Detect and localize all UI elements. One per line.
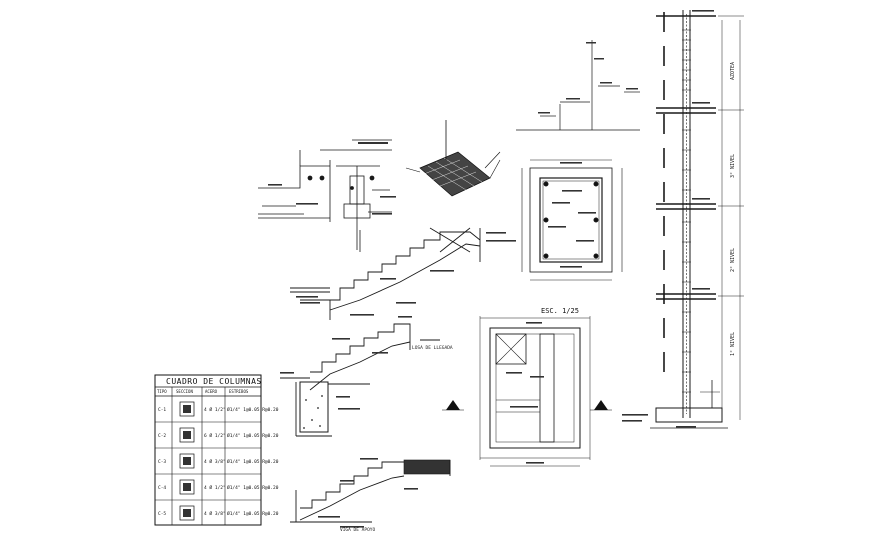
row-tipo: C-1 [158,407,166,413]
stair-section-upper [290,227,481,320]
level-label-1: 1° NIVEL [730,332,736,356]
column-elevation [650,10,744,429]
level-label-3: 3° NIVEL [730,154,736,178]
row-section-icon [179,505,195,521]
row-section-fill [183,483,191,491]
slab-isometric [405,120,501,197]
row-acero: 6 Ø 1/2" [204,432,226,439]
column-section-notes [548,162,596,268]
row-estribos: Ø1/4" 1@0.05 R@0.20 [227,406,279,413]
stair-middle-notes [280,316,412,410]
row-acero: 4 Ø 3/8" [204,458,226,465]
row-section-icon [179,453,195,469]
row-section-fill [183,509,191,517]
table-row: C-1 4 Ø 1/2" Ø1/4" 1@0.05 R@0.20 [158,401,279,417]
row-section-fill [183,457,191,465]
stair-upper-notes [296,232,516,316]
row-tipo: C-2 [158,433,166,439]
table-row: C-3 4 Ø 3/8" Ø1/4" 1@0.05 R@0.20 [158,453,279,469]
level-markers-top [516,40,640,131]
stair-section-middle [280,323,440,437]
stair-middle-hatch [303,395,323,429]
row-estribos: Ø1/4" 1@0.05 R@0.20 [227,510,279,517]
table-row: C-5 4 Ø 3/8" Ø1/4" 1@0.05 R@0.20 [158,505,279,521]
stair-plan-notes [506,322,544,464]
level-label-2: 2° NIVEL [730,248,736,272]
stair-lower-notes [318,458,418,528]
footing-detail [258,139,392,252]
table-title: CUADRO DE COLUMNAS [166,377,262,386]
row-section-fill [183,431,191,439]
stair-plan [479,316,591,467]
row-tipo: C-5 [158,511,166,517]
row-acero: 4 Ø 1/2" [204,406,226,413]
stair-section-lower [290,459,451,523]
row-acero: 4 Ø 3/8" [204,510,226,517]
row-estribos: Ø1/4" 1@0.05 R@0.20 [227,458,279,465]
row-tipo: C-3 [158,459,166,465]
level-markers-text [538,42,638,114]
level-label-azotea: AZOTEA [730,62,736,80]
table-row: C-4 4 Ø 1/2" Ø1/4" 1@0.05 R@0.20 [158,479,279,495]
column-schedule-table [154,374,262,526]
footing-detail-notes [268,142,396,215]
row-estribos: Ø1/4" 1@0.05 R@0.20 [227,484,279,491]
table-header-tipo: TIPO [157,389,167,394]
row-section-icon [179,479,195,495]
row-section-icon [179,401,195,417]
row-section-fill [183,405,191,413]
table-header-estribos: ESTRIBOS [229,389,249,394]
plan-level-triangles [442,400,612,411]
row-acero: 4 Ø 1/2" [204,484,226,491]
table-header-acero: ACERO [205,389,218,394]
elevation-stirrups [682,29,691,393]
table-row: C-2 6 Ø 1/2" Ø1/4" 1@0.05 R@0.20 [158,427,279,443]
table-header-seccion: SECCION [176,389,193,394]
elevation-level-labels: AZOTEA 3° NIVEL 2° NIVEL 1° NIVEL [730,62,736,356]
landing-slab-label: LOSA DE LLEGADA [412,345,453,351]
row-tipo: C-4 [158,485,166,491]
row-estribos: Ø1/4" 1@0.05 R@0.20 [227,432,279,439]
stair-plan-scale: ESC. 1/25 [541,307,579,315]
elevation-notes [622,10,714,428]
column-section-detail [521,159,623,281]
row-section-icon [179,427,195,443]
support-beam-label: VIGA DE APOYO [340,527,376,533]
